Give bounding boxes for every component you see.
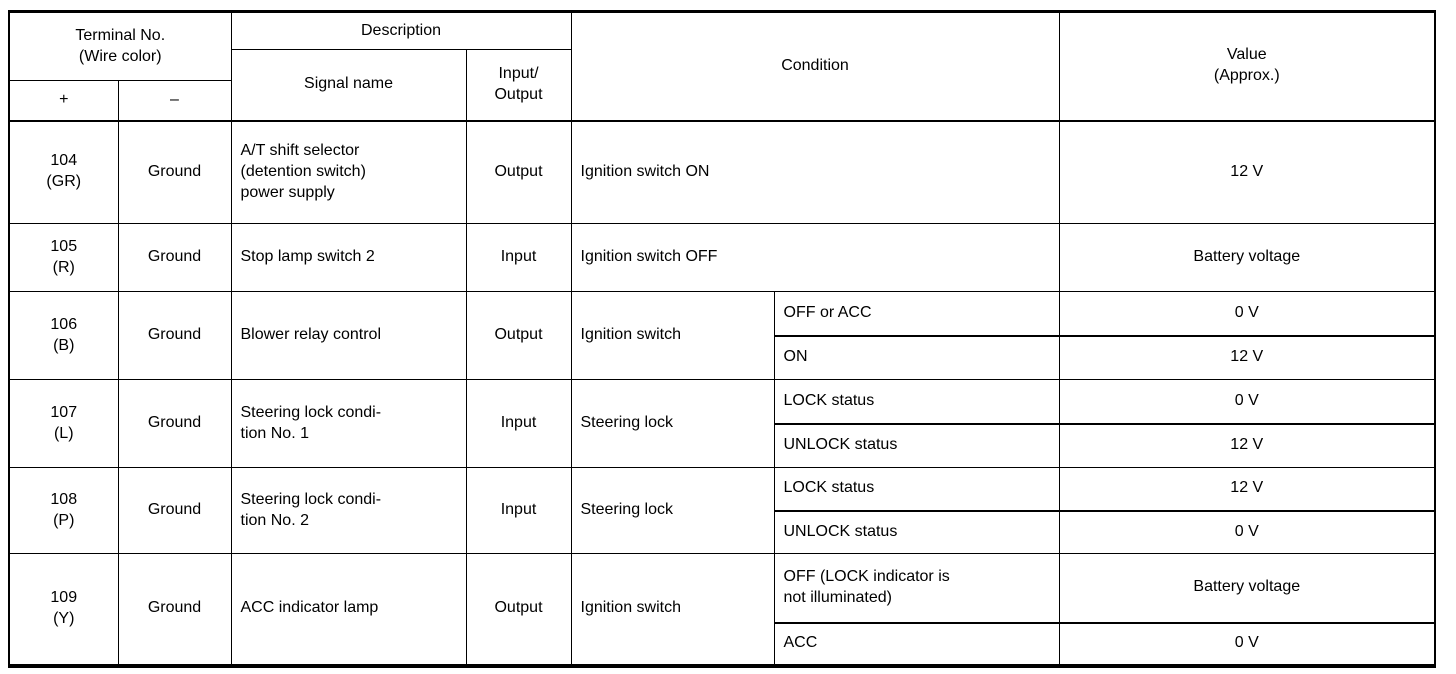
table-row-108: 108 (P) Ground Steering lock condi- tion…: [8, 467, 1436, 554]
table-row-108b: UNLOCK status 0 V: [9, 509, 1436, 554]
value-cell-104: 12 V: [1058, 119, 1436, 224]
header-row-2: Signal name Input/ Output: [9, 49, 1435, 121]
terminal-cell-108: 108 (P): [8, 467, 119, 554]
terminal-no-header: Terminal No. (Wire color): [8, 11, 232, 81]
plus-header: +: [8, 80, 119, 121]
header-row-3: + –: [8, 80, 1435, 121]
description-header: Description: [230, 11, 572, 50]
sub-condition-cell-108-1: UNLOCK status: [773, 509, 1060, 554]
condition-cell-105: Ignition switch OFF: [570, 223, 1060, 292]
sub-condition-cell-109-1: ACC: [773, 621, 1060, 666]
value-cell-108-1: 0 V: [1058, 509, 1436, 554]
ground-cell-104: Ground: [117, 119, 232, 224]
io-cell-108: Input: [465, 467, 572, 554]
io-cell-104: Output: [465, 119, 572, 224]
io-cell-105: Input: [465, 223, 572, 292]
condition-cell-104: Ignition switch ON: [570, 119, 1060, 224]
table-row-104: 104 (GR) Ground A/T shift selector (dete…: [8, 119, 1436, 224]
io-cell-109: Output: [465, 553, 572, 666]
condition-header: Condition: [570, 11, 1060, 121]
ground-cell-105: Ground: [117, 223, 232, 292]
sub-condition-cell-108-0: LOCK status: [773, 467, 1060, 511]
ground-cell-106: Ground: [117, 291, 232, 380]
terminal-cell-107: 107 (L): [8, 379, 119, 468]
ground-cell-107: Ground: [117, 379, 232, 468]
value-cell-109-1: 0 V: [1058, 621, 1436, 666]
table-row-109: 109 (Y) Ground ACC indicator lamp Output…: [8, 553, 1436, 666]
signal-cell-107: Steering lock condi- tion No. 1: [230, 379, 467, 468]
signal-cell-105: Stop lamp switch 2: [230, 223, 467, 292]
io-cell-107: Input: [465, 379, 572, 468]
value-cell-109-0: Battery voltage: [1058, 553, 1436, 623]
ground-cell-108: Ground: [117, 467, 232, 554]
sub-condition-cell-109-0: OFF (LOCK indicator is not illuminated): [773, 553, 1060, 623]
condition-main-cell-108: Steering lock: [570, 467, 775, 554]
sub-condition-cell-107-0: LOCK status: [773, 379, 1060, 424]
condition-main-cell-109: Ignition switch: [570, 553, 775, 666]
signal-cell-108: Steering lock condi- tion No. 2: [230, 467, 467, 554]
table-row-107: 107 (L) Ground Steering lock condi- tion…: [8, 379, 1436, 468]
table-row-105: 105 (R) Ground Stop lamp switch 2 Input …: [8, 223, 1436, 292]
table-row-109b: ACC 0 V: [9, 621, 1436, 666]
sub-condition-cell-106-1: ON: [773, 334, 1060, 380]
value-cell-106-1: 12 V: [1058, 334, 1436, 380]
terminal-spec-table: Terminal No. (Wire color) Description Co…: [8, 10, 1437, 668]
sub-condition-cell-106-0: OFF or ACC: [773, 291, 1060, 336]
condition-main-cell-107: Steering lock: [570, 379, 775, 468]
signal-cell-104: A/T shift selector (detention switch) po…: [230, 119, 467, 224]
value-cell-108-0: 12 V: [1058, 467, 1436, 511]
minus-header: –: [117, 80, 232, 121]
terminal-cell-104: 104 (GR): [8, 119, 119, 224]
table-row-106b: ON 12 V: [9, 334, 1436, 380]
table-row-106: 106 (B) Ground Blower relay control Outp…: [8, 291, 1436, 380]
value-header: Value (Approx.): [1058, 11, 1436, 121]
value-cell-107-0: 0 V: [1058, 379, 1436, 424]
terminal-cell-109: 109 (Y): [8, 553, 119, 666]
terminal-cell-105: 105 (R): [8, 223, 119, 292]
io-cell-106: Output: [465, 291, 572, 380]
value-cell-106-0: 0 V: [1058, 291, 1436, 336]
sub-condition-cell-107-1: UNLOCK status: [773, 422, 1060, 468]
value-cell-107-1: 12 V: [1058, 422, 1436, 468]
signal-name-header: Signal name: [230, 49, 467, 121]
signal-cell-106: Blower relay control: [230, 291, 467, 380]
input-output-header: Input/ Output: [465, 49, 572, 121]
terminal-cell-106: 106 (B): [8, 291, 119, 380]
ground-cell-109: Ground: [117, 553, 232, 666]
header-row-1: Terminal No. (Wire color) Description Co…: [8, 11, 1436, 121]
value-cell-105: Battery voltage: [1058, 223, 1436, 292]
condition-main-cell-106: Ignition switch: [570, 291, 775, 380]
signal-cell-109: ACC indicator lamp: [230, 553, 467, 666]
